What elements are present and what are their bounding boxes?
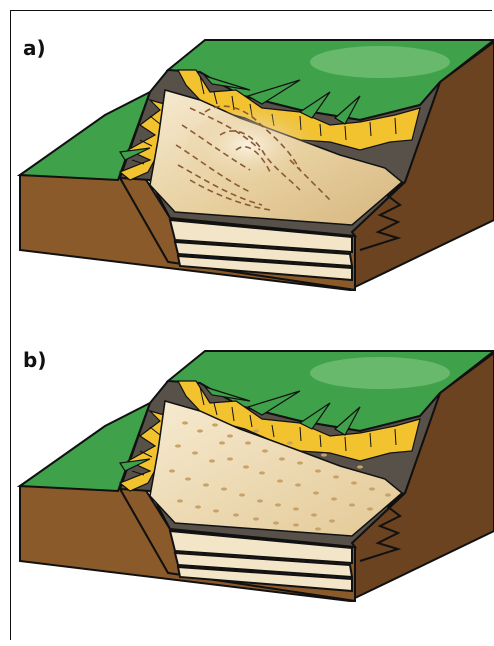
panel-b-block-diagram <box>0 311 494 611</box>
panel-a-block-diagram <box>0 0 494 300</box>
